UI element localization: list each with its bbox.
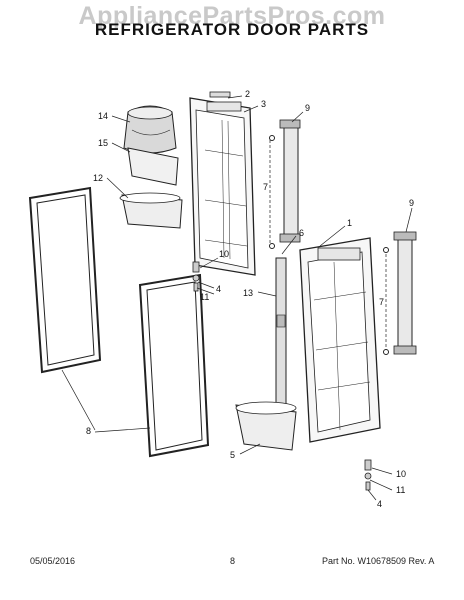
bin-cover bbox=[127, 147, 179, 186]
callout-7-upper: 7 bbox=[263, 182, 268, 192]
callout-14: 14 bbox=[98, 111, 108, 121]
screw-lower-a bbox=[383, 247, 389, 253]
shelf-bin-upper bbox=[119, 192, 183, 229]
ice-bin bbox=[123, 105, 177, 154]
callout-15: 15 bbox=[98, 138, 108, 148]
callout-6: 6 bbox=[299, 228, 304, 238]
callout-4-upper: 4 bbox=[216, 284, 221, 294]
callout-4-lower: 4 bbox=[377, 499, 382, 509]
footer-part-number: Part No. W10678509 Rev. A bbox=[322, 556, 435, 566]
right-door-assembly bbox=[299, 237, 381, 443]
hinge-hardware-upper bbox=[192, 261, 200, 292]
screw-upper-a bbox=[269, 135, 275, 141]
diagram-title: REFRIGERATOR DOOR PARTS bbox=[94, 20, 370, 39]
footer-date: 05/05/2016 bbox=[30, 556, 76, 566]
callout-9-upper: 9 bbox=[305, 103, 310, 113]
callout-9-lower: 9 bbox=[409, 198, 414, 208]
screw-upper-b bbox=[269, 243, 275, 249]
screw-lower-b bbox=[383, 349, 389, 355]
door-handle-upper bbox=[279, 119, 301, 243]
hinge-hardware-lower bbox=[364, 459, 372, 491]
callout-5: 5 bbox=[230, 450, 235, 460]
leader-lines bbox=[61, 95, 413, 501]
callout-8: 8 bbox=[86, 426, 91, 436]
door-gasket-lower bbox=[138, 273, 210, 458]
callout-2: 2 bbox=[245, 89, 250, 99]
callout-12: 12 bbox=[93, 173, 103, 183]
callout-13: 13 bbox=[243, 288, 253, 298]
callout-11-lower: 11 bbox=[396, 485, 405, 495]
door-gasket-upper bbox=[28, 186, 102, 374]
shelf-bin-lower bbox=[235, 401, 297, 451]
callout-10-upper: 10 bbox=[219, 249, 229, 259]
callout-7-lower: 7 bbox=[379, 297, 384, 307]
callout-labels: 2 3 14 15 12 9 7 10 4 11 1 6 13 9 7 8 5 … bbox=[86, 89, 414, 509]
callout-10-lower: 10 bbox=[396, 469, 406, 479]
footer-page-number: 8 bbox=[230, 556, 236, 566]
watermark: AppliancePartsPros.com bbox=[78, 2, 386, 30]
callout-11-upper: 11 bbox=[200, 292, 209, 302]
top-cap bbox=[209, 91, 231, 98]
callout-1: 1 bbox=[347, 218, 352, 228]
left-door-assembly bbox=[189, 97, 256, 276]
callout-3: 3 bbox=[261, 99, 266, 109]
hinge-bar bbox=[275, 257, 287, 409]
door-handle-lower bbox=[393, 231, 417, 355]
